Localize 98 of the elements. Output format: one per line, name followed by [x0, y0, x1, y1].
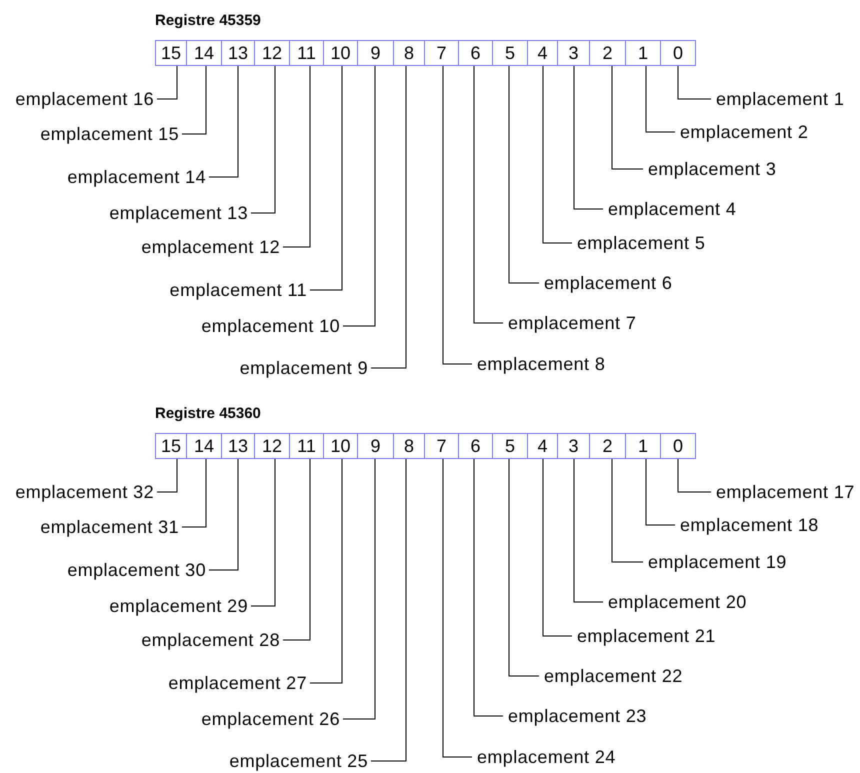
slot-label: emplacement 13 — [109, 203, 251, 223]
bit-cell: 10 — [323, 433, 358, 459]
leader-line — [182, 458, 206, 528]
bit-cell: 8 — [393, 433, 425, 459]
slot-label: emplacement 24 — [472, 747, 616, 767]
slot-label: emplacement 2 — [675, 122, 808, 142]
bit-cell: 12 — [254, 433, 290, 459]
slot-label: emplacement 26 — [201, 709, 343, 729]
leader-line — [508, 66, 540, 284]
register-title: Registre 45359 — [155, 11, 261, 31]
slot-label: emplacement 20 — [603, 592, 747, 612]
bit-cell: 13 — [221, 40, 255, 66]
leader-line — [182, 66, 206, 134]
bit-cell: 13 — [221, 433, 255, 459]
slot-label: emplacement 23 — [503, 706, 647, 726]
bit-cell: 1 — [625, 40, 661, 66]
slot-label: emplacement 15 — [40, 124, 182, 144]
bit-cell: 6 — [458, 433, 493, 459]
bit-cell: 3 — [557, 40, 590, 66]
leader-line — [282, 66, 310, 248]
slot-label: emplacement 12 — [141, 237, 283, 257]
bit-cell: 9 — [357, 433, 394, 459]
leader-line — [250, 458, 276, 606]
bit-cell: 4 — [527, 433, 558, 459]
slot-label: emplacement 30 — [67, 560, 209, 580]
slot-label: emplacement 17 — [711, 482, 855, 502]
slot-label: emplacement 6 — [539, 273, 672, 293]
leader-line — [678, 66, 712, 100]
leader-line — [678, 458, 712, 492]
slot-label: emplacement 5 — [572, 233, 706, 253]
bit-cell: 1 — [625, 433, 661, 459]
leader-line — [310, 66, 342, 290]
slot-label: emplacement 8 — [472, 354, 606, 374]
leader-line — [646, 66, 676, 132]
bit-cell: 14 — [186, 40, 222, 66]
slot-label: emplacement 29 — [109, 596, 251, 616]
bit-cell: 11 — [289, 40, 324, 66]
bit-cell: 3 — [557, 433, 590, 459]
leader-line — [646, 458, 676, 526]
slot-label: emplacement 18 — [675, 515, 819, 535]
leader-line — [250, 66, 276, 214]
bit-cell: 2 — [589, 40, 626, 66]
leader-line — [342, 66, 376, 326]
leader-line — [156, 66, 178, 100]
bit-cell: 11 — [289, 433, 324, 459]
bit-cell: 15 — [155, 40, 187, 66]
leader-line — [442, 66, 472, 364]
leader-line — [442, 458, 472, 758]
bit-cell: 7 — [424, 40, 459, 66]
bit-cell: 15 — [155, 433, 187, 459]
register-title: Registre 45360 — [155, 404, 261, 424]
leader-line — [574, 458, 604, 602]
bit-cell: 7 — [424, 433, 459, 459]
leader-line — [156, 458, 178, 492]
leader-line — [542, 458, 572, 636]
leader-line — [542, 66, 572, 244]
slot-label: emplacement 22 — [539, 666, 683, 686]
bit-cell: 4 — [527, 40, 558, 66]
leader-line — [208, 458, 238, 570]
slot-label: emplacement 28 — [141, 630, 283, 650]
leader-line — [342, 458, 376, 720]
bit-cell: 0 — [660, 40, 696, 66]
leader-line — [612, 66, 644, 170]
bit-cell: 2 — [589, 433, 626, 459]
leader-line — [474, 66, 504, 324]
bit-cell: 0 — [660, 433, 696, 459]
slot-label: emplacement 1 — [711, 89, 844, 109]
bit-cell: 12 — [254, 40, 290, 66]
slot-label: emplacement 19 — [643, 552, 787, 572]
slot-label: emplacement 11 — [170, 280, 310, 300]
slot-label: emplacement 10 — [201, 316, 343, 336]
bit-cell: 8 — [393, 40, 425, 66]
slot-label: emplacement 31 — [40, 517, 182, 537]
slot-label: emplacement 32 — [15, 482, 157, 502]
leader-line — [370, 458, 406, 762]
slot-label: emplacement 14 — [67, 167, 209, 187]
slot-label: emplacement 4 — [603, 199, 736, 219]
bit-cell: 14 — [186, 433, 222, 459]
slot-label: emplacement 27 — [168, 673, 310, 693]
slot-label: emplacement 25 — [229, 751, 371, 771]
bit-cell: 10 — [323, 40, 358, 66]
slot-label: emplacement 21 — [572, 626, 716, 646]
bit-cell: 6 — [458, 40, 493, 66]
leader-line — [474, 458, 504, 716]
leader-line — [208, 66, 238, 178]
bit-cell: 5 — [492, 433, 528, 459]
slot-label: emplacement 9 — [240, 358, 371, 378]
leader-line — [282, 458, 310, 640]
slot-label: emplacement 16 — [15, 89, 157, 109]
slot-label: emplacement 3 — [643, 159, 776, 179]
bit-cell: 9 — [357, 40, 394, 66]
slot-label: emplacement 7 — [503, 313, 636, 333]
bit-cell: 5 — [492, 40, 528, 66]
leader-line — [612, 458, 644, 562]
leader-line — [508, 458, 540, 676]
leader-line — [370, 66, 406, 368]
leader-line — [574, 66, 604, 210]
leader-line — [310, 458, 342, 684]
